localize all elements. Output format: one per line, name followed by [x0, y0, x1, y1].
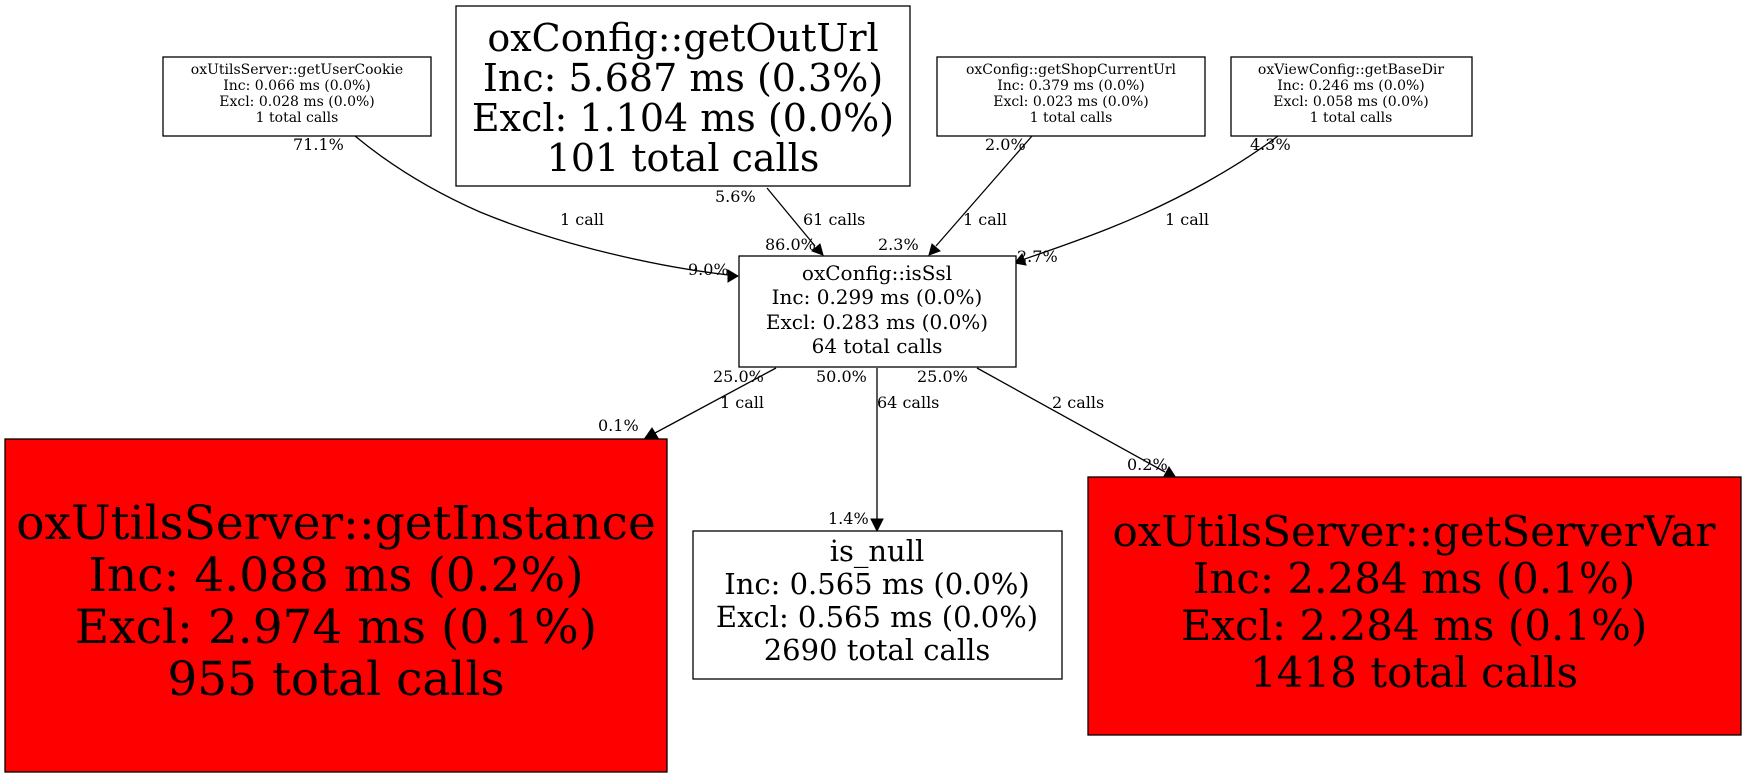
node-inc: Inc: 0.379 ms (0.0%): [997, 78, 1145, 94]
edge-getshopcurrenturl-to-isssl: 2.0% 1 call 2.3%: [878, 135, 1033, 256]
node-getservervar[interactable]: oxUtilsServer::getServerVar Inc: 2.284 m…: [1087, 476, 1742, 736]
edge-tail-label: 2.0%: [985, 135, 1026, 154]
edge-isssl-to-getinstance: 25.0% 1 call 0.1%: [598, 367, 777, 439]
node-name: oxUtilsServer::getInstance: [16, 496, 656, 551]
node-calls: 1 total calls: [1030, 110, 1113, 126]
node-excl: Excl: 0.283 ms (0.0%): [766, 310, 988, 334]
edge-head-label: 0.2%: [1127, 455, 1168, 474]
edge-tail-label: 25.0%: [917, 367, 968, 386]
node-getinstance[interactable]: oxUtilsServer::getInstance Inc: 4.088 ms…: [4, 438, 668, 773]
node-getbasedir[interactable]: oxViewConfig::getBaseDir Inc: 0.246 ms (…: [1230, 56, 1473, 137]
node-inc: Inc: 5.687 ms (0.3%): [483, 56, 883, 100]
edge-getusercookie-to-isssl: 71.1% 1 call 9.0%: [293, 135, 739, 283]
node-name: oxConfig::isSsl: [802, 261, 952, 285]
node-excl: Excl: 0.023 ms (0.0%): [993, 94, 1149, 110]
node-name: oxUtilsServer::getUserCookie: [191, 62, 403, 78]
edge-isssl-to-getservervar: 25.0% 2 calls 0.2%: [917, 367, 1177, 479]
edge-call-label: 1 call: [720, 393, 764, 412]
node-calls: 1 total calls: [1310, 110, 1393, 126]
node-name: oxViewConfig::getBaseDir: [1258, 62, 1445, 78]
node-getshopcurrenturl[interactable]: oxConfig::getShopCurrentUrl Inc: 0.379 m…: [936, 56, 1206, 137]
node-inc: Inc: 0.246 ms (0.0%): [1277, 78, 1425, 94]
edge-head-label: 2.7%: [1017, 247, 1058, 266]
node-getouturl[interactable]: oxConfig::getOutUrl Inc: 5.687 ms (0.3%)…: [455, 5, 911, 187]
edge-head-label: 1.4%: [828, 509, 869, 528]
node-calls: 2690 total calls: [764, 633, 991, 667]
edge-head-label: 2.3%: [878, 235, 919, 254]
node-calls: 955 total calls: [167, 652, 504, 707]
node-inc: Inc: 4.088 ms (0.2%): [88, 548, 583, 603]
node-excl: Excl: 0.028 ms (0.0%): [219, 94, 375, 110]
node-excl: Excl: 2.284 ms (0.1%): [1181, 601, 1648, 650]
edge-tail-label: 4.3%: [1250, 135, 1291, 154]
node-calls: 1418 total calls: [1250, 648, 1578, 697]
edge-tail-label: 71.1%: [293, 135, 344, 154]
edge-head-label: 86.0%: [765, 235, 816, 254]
edge-tail-label: 50.0%: [816, 367, 867, 386]
edge-tail-label: 5.6%: [715, 187, 756, 206]
node-excl: Excl: 0.565 ms (0.0%): [716, 600, 1038, 634]
edge-call-label: 2 calls: [1052, 393, 1104, 412]
edge-head-label: 9.0%: [688, 260, 729, 279]
edge-call-label: 61 calls: [803, 210, 865, 229]
edge-getouturl-to-isssl: 5.6% 61 calls 86.0%: [715, 187, 865, 256]
edge-isssl-to-isnull: 50.0% 64 calls 1.4%: [816, 367, 939, 533]
node-isssl[interactable]: oxConfig::isSsl Inc: 0.299 ms (0.0%) Exc…: [738, 255, 1017, 368]
edge-call-label: 64 calls: [877, 393, 939, 412]
edge-call-label: 1 call: [560, 210, 604, 229]
node-name: oxConfig::getOutUrl: [487, 16, 878, 60]
node-inc: Inc: 2.284 ms (0.1%): [1193, 554, 1635, 603]
node-name: is_null: [830, 534, 925, 569]
node-name: oxUtilsServer::getServerVar: [1113, 507, 1717, 556]
node-inc: Inc: 0.066 ms (0.0%): [223, 78, 371, 94]
node-calls: 64 total calls: [812, 334, 943, 358]
edge-getbasedir-to-isssl: 4.3% 1 call 2.7%: [1014, 135, 1291, 266]
node-excl: Excl: 2.974 ms (0.1%): [75, 600, 597, 655]
edge-head-label: 0.1%: [598, 416, 639, 435]
edge-call-label: 1 call: [963, 210, 1007, 229]
node-inc: Inc: 0.565 ms (0.0%): [724, 567, 1030, 601]
node-inc: Inc: 0.299 ms (0.0%): [772, 285, 983, 309]
node-excl: Excl: 0.058 ms (0.0%): [1273, 94, 1429, 110]
edge-tail-label: 25.0%: [713, 367, 764, 386]
node-calls: 101 total calls: [547, 136, 820, 180]
node-name: oxConfig::getShopCurrentUrl: [966, 62, 1177, 78]
node-isnull[interactable]: is_null Inc: 0.565 ms (0.0%) Excl: 0.565…: [692, 530, 1063, 680]
node-excl: Excl: 1.104 ms (0.0%): [472, 96, 894, 140]
node-calls: 1 total calls: [256, 110, 339, 126]
node-getusercookie[interactable]: oxUtilsServer::getUserCookie Inc: 0.066 …: [162, 56, 432, 137]
edge-call-label: 1 call: [1165, 210, 1209, 229]
